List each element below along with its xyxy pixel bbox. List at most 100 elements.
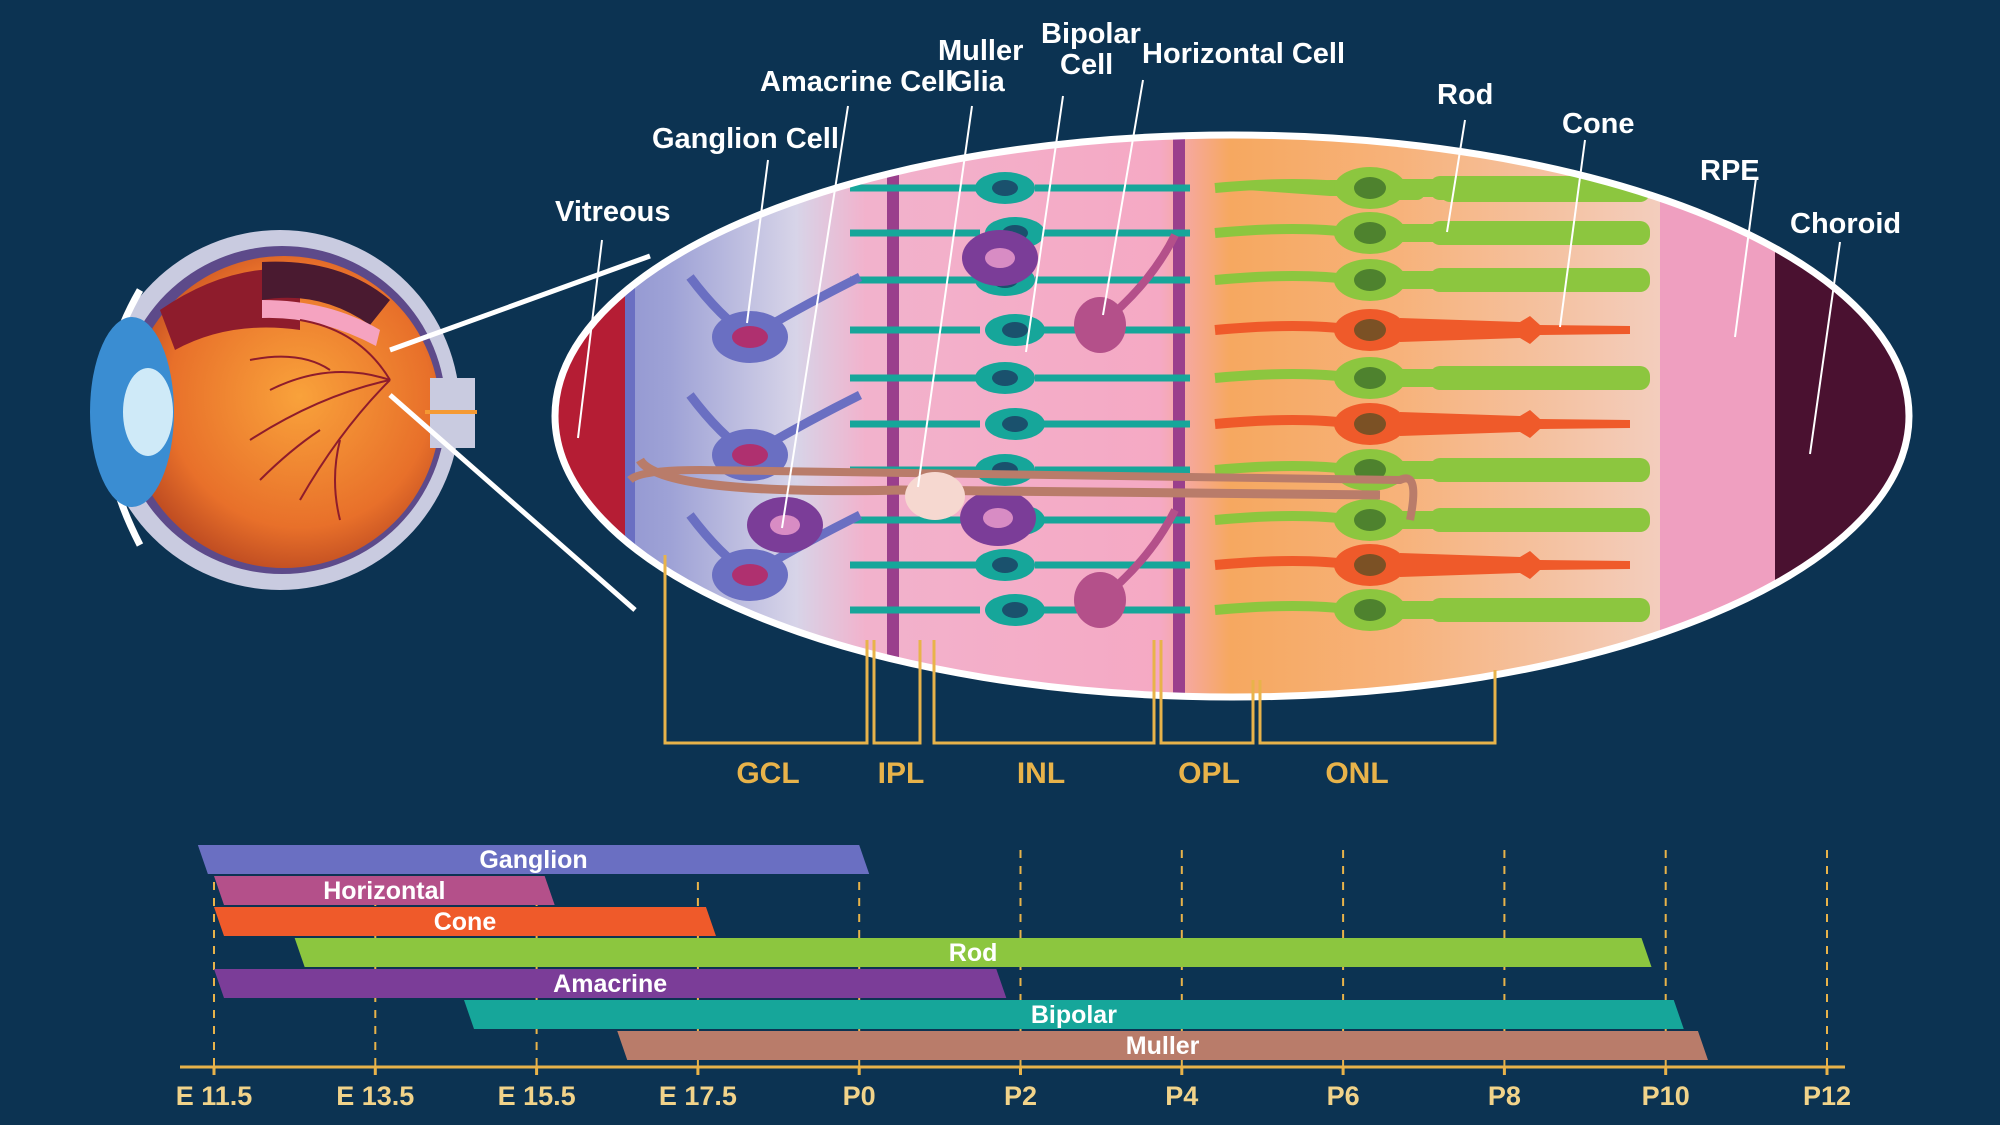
bracket-ipl [872,640,922,745]
rod-nucleus [1354,509,1386,531]
zoom-line-upper [389,253,651,353]
label-horizontal-cell: Horizontal Cell [1142,38,1345,70]
ganglion-nucleus [732,444,768,466]
bipolar-nucleus [992,180,1018,196]
rod-outer-segment [1430,458,1650,482]
timeline-bar-horizontal [214,876,555,905]
cone-axon [1214,556,1356,570]
timeline-bar-label-amacrine: Amacrine [553,970,667,998]
timeline-tick-label: P4 [1165,1081,1198,1111]
timeline-tick-label: P8 [1488,1081,1521,1111]
bracket-inl [932,640,1156,745]
bracket-onl [1258,670,1497,745]
timeline-bar-ganglion [197,845,870,874]
muller-glia-process [636,457,1381,500]
timeline-tick-label: E 17.5 [659,1081,737,1111]
label-bipolar-cell-line2: Cell [1060,49,1113,81]
timeline-bar-muller [617,1031,1708,1060]
cone-segments [1400,410,1630,438]
timeline-bar-amacrine [214,969,1007,998]
timeline-tick-label: E 11.5 [176,1081,253,1111]
zoom-line-lower [388,393,637,612]
timeline-bar-bipolar [464,1000,1684,1029]
layer-labels: GCL IPL INL OPL ONL [736,757,1388,790]
label-ganglion-cell: Ganglion Cell [652,123,839,155]
cone-segments [1400,551,1630,579]
timeline-tick-label: P6 [1327,1081,1360,1111]
timeline-bar-label-rod: Rod [949,939,998,967]
timeline-bars: GanglionHorizontalConeRodAmacrineBipolar… [197,845,1708,1060]
cone-nucleus [1354,413,1386,435]
cone-axon [1214,321,1356,335]
rod-nucleus [1354,599,1386,621]
timeline-bar-label-muller: Muller [1126,1032,1200,1060]
timeline-bar-label-bipolar: Bipolar [1031,1001,1117,1029]
rod-nucleus [1354,367,1386,389]
label-muller-glia-line2: Glia [950,66,1006,98]
cone-axon [1214,415,1356,429]
timeline-tick-label: P10 [1642,1081,1690,1111]
horizontal-soma [1074,572,1126,628]
label-bipolar-cell-line1: Bipolar [1041,18,1141,50]
rod-nucleus [1354,222,1386,244]
label-vitreous: Vitreous [555,196,671,228]
rod-axon [1214,271,1356,285]
photoreceptor-cells [686,167,1650,631]
timeline-bar-label-horizontal: Horizontal [323,877,445,905]
layer-label-opl: OPL [1178,757,1240,790]
bipolar-nucleus [992,370,1018,386]
retina-oval-outline [551,131,1913,701]
amacrine-nucleus [770,515,800,535]
bracket-opl [1159,640,1255,745]
timeline-tick-label: P12 [1803,1081,1851,1111]
amacrine-nucleus [985,248,1015,268]
timeline-tick-label: P2 [1004,1081,1037,1111]
label-pointers [577,79,1841,529]
cone-segments [1400,316,1630,344]
timeline-bar-cone [214,907,716,936]
rod-axon [1214,601,1356,615]
timeline-tick-label: E 15.5 [498,1081,576,1111]
layer-label-gcl: GCL [736,757,799,790]
rod-nucleus [1354,177,1386,199]
retina-cross-section [555,135,1909,697]
label-rpe: RPE [1700,155,1760,187]
layer-brackets [663,555,1497,745]
bipolar-nucleus [1002,602,1028,618]
rod-outer-segment [1430,221,1650,245]
label-muller-glia-line1: Muller [938,35,1023,67]
rod-outer-segment [1430,268,1650,292]
ganglion-nucleus [732,564,768,586]
amacrine-nucleus [983,508,1013,528]
cone-nucleus [1354,554,1386,576]
timeline-bar-rod [294,938,1652,967]
ganglion-nucleus [732,326,768,348]
label-amacrine-cell: Amacrine Cell [760,66,953,98]
rod-outer-segment [1430,366,1650,390]
layer-label-ipl: IPL [878,757,925,790]
label-cone: Cone [1562,108,1635,140]
rod-axon [1214,511,1356,525]
muller-glia-soma [905,472,965,520]
rod-axon [1214,224,1356,238]
rod-outer-segment [1430,598,1650,622]
rod-nucleus [1354,269,1386,291]
cone-nucleus [1354,319,1386,341]
label-rod: Rod [1437,79,1493,111]
bracket-gcl [663,555,869,745]
rod-axon [1214,369,1356,383]
layer-label-onl: ONL [1325,757,1388,790]
whole-eye-illustration [90,230,477,590]
label-choroid: Choroid [1790,208,1901,240]
bipolar-nucleus [1002,416,1028,432]
layer-label-inl: INL [1017,757,1065,790]
timeline-tick-label: E 13.5 [336,1081,414,1111]
horizontal-soma [1074,297,1126,353]
rod-axon [1214,179,1356,193]
bipolar-nucleus [992,557,1018,573]
birthdate-timeline-chart: GanglionHorizontalConeRodAmacrineBipolar… [176,845,1851,1111]
timeline-bar-label-ganglion: Ganglion [479,846,587,874]
